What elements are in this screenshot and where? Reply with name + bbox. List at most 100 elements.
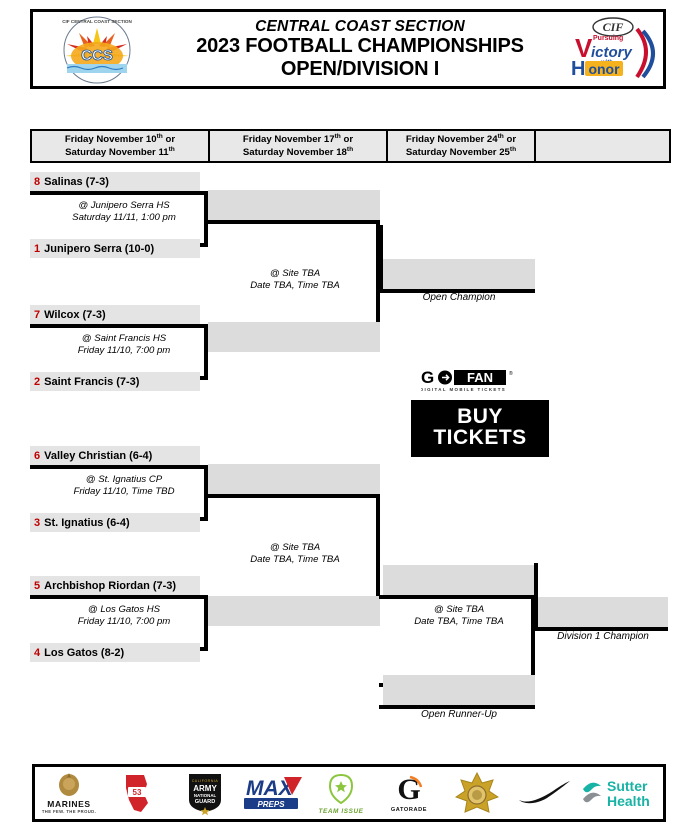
game2-site: @ Saint Francis HS xyxy=(81,333,167,344)
team-slot-valley-christian[interactable]: 6 Valley Christian (6-4) xyxy=(30,446,200,465)
date-col3-l2-sup: th xyxy=(509,146,517,153)
cif-victory-with-honor-logo: CIF V ictory Pursuing with H onor xyxy=(559,12,663,86)
team-record: (6-4) xyxy=(129,449,153,462)
svg-text:Health: Health xyxy=(607,793,650,809)
caption-open-champion: Open Champion xyxy=(422,292,496,303)
date-column-round1: Friday November 10th or Saturday Novembe… xyxy=(32,131,210,161)
svg-text:H: H xyxy=(571,58,585,80)
title-line-2: 2023 FOOTBALL CHAMPIONSHIPS xyxy=(196,35,524,58)
date-col1-l2-sup: th xyxy=(168,146,175,153)
seed-number: 4 xyxy=(34,646,41,659)
team-name: Wilcox xyxy=(44,308,80,321)
svg-text:onor: onor xyxy=(588,61,620,77)
chp-badge-logo xyxy=(443,767,511,819)
svg-text:GUARD: GUARD xyxy=(195,799,216,805)
game-info-game1: @ Junipero Serra HS Saturday 11/11, 1:00… xyxy=(40,200,208,225)
seed-number: 8 xyxy=(34,175,41,188)
date-col1-l2-pre: Saturday November 11 xyxy=(65,147,169,159)
seed-number: 3 xyxy=(34,516,41,529)
bracket-vline-open-champion xyxy=(379,225,383,293)
date-col2-l1-pre: Friday November 17 xyxy=(242,133,335,145)
title-line-3: OPEN/DIVISION I xyxy=(280,57,440,80)
game-info-game2: @ Saint Francis HS Friday 11/10, 7:00 pm xyxy=(40,333,208,358)
svg-text:G: G xyxy=(397,773,420,806)
final-site: @ Site TBA xyxy=(433,604,485,615)
caption-division1-champion: Division 1 Champion xyxy=(557,631,649,642)
svg-text:G: G xyxy=(421,368,434,387)
team-name: Los Gatos xyxy=(44,646,98,659)
game1-datetime: Saturday 11/11, 1:00 pm xyxy=(72,212,176,224)
bracket-line-open-runner-up xyxy=(379,705,535,709)
army-national-guard-logo: CALIFORNIA ARMY NATIONAL GUARD xyxy=(171,767,239,819)
round-date-header: Friday November 10th or Saturday Novembe… xyxy=(30,129,671,163)
team-name: Salinas xyxy=(44,175,83,188)
seed-number: 1 xyxy=(34,242,41,255)
game1-site: @ Junipero Serra HS xyxy=(78,200,170,211)
title-banner: CCS CIF CENTRAL COAST SECTION CENTRAL CO… xyxy=(30,9,666,89)
caption-open-runner-up: Open Runner-Up xyxy=(421,709,497,720)
team-slot-archbishop-riordan[interactable]: 5 Archbishop Riordan (7-3) xyxy=(30,576,200,595)
bracket-line-division1-champion xyxy=(534,627,668,631)
svg-text:Sutter: Sutter xyxy=(607,778,648,794)
date-col3-l1-sup: th xyxy=(497,132,504,140)
game3-site: @ St. Ignatius CP xyxy=(85,474,163,485)
team-slot-junipero-serra[interactable]: 1 Junipero Serra (10-0) xyxy=(30,239,200,258)
svg-text:Pursuing: Pursuing xyxy=(593,35,623,42)
svg-text:®: ® xyxy=(509,370,513,377)
buy-tickets-line2: TICKETS xyxy=(433,426,527,450)
svg-text:GATORADE: GATORADE xyxy=(391,807,427,813)
team-slot-st-ignatius[interactable]: 3 St. Ignatius (6-4) xyxy=(30,513,200,532)
gatorade-logo: G GATORADE xyxy=(375,767,443,819)
svg-text:TEAM ISSUE: TEAM ISSUE xyxy=(318,808,363,815)
advancement-slot-semifinal1-bottom[interactable] xyxy=(208,322,380,352)
date-col3-l1-post: or xyxy=(503,133,517,145)
team-name: Valley Christian xyxy=(44,449,127,462)
game-info-semifinal1: @ Site TBA Date TBA, Time TBA xyxy=(215,268,375,293)
date-col1-l1-post: or xyxy=(162,133,176,145)
page-title: CENTRAL COAST SECTION 2023 FOOTBALL CHAM… xyxy=(161,18,559,80)
game-info-semifinal2: @ Site TBA Date TBA, Time TBA xyxy=(215,542,375,567)
advancement-slot-final-top[interactable] xyxy=(383,565,535,595)
svg-text:ARMY: ARMY xyxy=(193,784,217,793)
game4-datetime: Friday 11/10, 7:00 pm xyxy=(77,616,171,628)
svg-text:CIF CENTRAL COAST SECTION: CIF CENTRAL COAST SECTION xyxy=(62,19,132,24)
svg-text:FAN: FAN xyxy=(467,370,493,385)
sutter-health-logo: Sutter Health xyxy=(579,767,663,819)
team-record: (7-3) xyxy=(85,175,109,188)
semifinal2-site: @ Site TBA xyxy=(269,542,321,553)
advancement-slot-semifinal2-bottom[interactable] xyxy=(208,596,380,626)
advancement-slot-open-runner-up[interactable] xyxy=(383,675,535,705)
seed-number: 5 xyxy=(34,579,41,592)
ccs-logo: CCS CIF CENTRAL COAST SECTION xyxy=(33,12,161,86)
team-slot-los-gatos[interactable]: 4 Los Gatos (8-2) xyxy=(30,643,200,662)
date-col2-l1-post: or xyxy=(340,133,354,145)
gofan-logo: G FAN ® DIGITAL MOBILE TICKETS xyxy=(404,368,556,394)
team-issue-logo: TEAM ISSUE xyxy=(307,767,375,819)
team-slot-wilcox[interactable]: 7 Wilcox (7-3) xyxy=(30,305,200,324)
advancement-slot-division1-champion[interactable] xyxy=(538,597,668,627)
team-record: (8-2) xyxy=(100,646,125,659)
advancement-slot-semifinal2-top[interactable] xyxy=(208,464,380,494)
seed-number: 7 xyxy=(34,308,41,321)
svg-text:THE FEW. THE PROUD.: THE FEW. THE PROUD. xyxy=(42,809,96,814)
svg-text:ictory: ictory xyxy=(591,44,633,61)
buy-tickets-button[interactable]: BUY TICKETS xyxy=(411,400,549,457)
team-name: Junipero Serra xyxy=(44,242,122,255)
date-col2-l2-pre: Saturday November 18 xyxy=(242,147,347,159)
sponsor-bar: MARINES THE FEW. THE PROUD. 53 CALIFORNI… xyxy=(32,764,666,822)
svg-text:CCS: CCS xyxy=(81,47,113,64)
advancement-slot-open-champion[interactable] xyxy=(383,259,535,289)
maxpreps-logo: MAX PREPS xyxy=(239,767,307,819)
buy-tickets-block[interactable]: G FAN ® DIGITAL MOBILE TICKETS BUY TICKE… xyxy=(404,368,556,457)
game3-datetime: Friday 11/10, Time TBD xyxy=(73,486,175,498)
game-info-game4: @ Los Gatos HS Friday 11/10, 7:00 pm xyxy=(40,604,208,629)
bracket-vline-division1-champion xyxy=(534,563,538,631)
date-column-round2: Friday November 17th or Saturday Novembe… xyxy=(210,131,388,161)
nike-logo xyxy=(511,767,579,819)
team-slot-salinas[interactable]: 8 Salinas (7-3) xyxy=(30,172,200,191)
title-line-1: CENTRAL COAST SECTION xyxy=(255,17,465,35)
advancement-slot-semifinal1-top[interactable] xyxy=(208,190,380,220)
team-slot-saint-francis[interactable]: 2 Saint Francis (7-3) xyxy=(30,372,200,391)
game2-datetime: Friday 11/10, 7:00 pm xyxy=(77,345,171,357)
